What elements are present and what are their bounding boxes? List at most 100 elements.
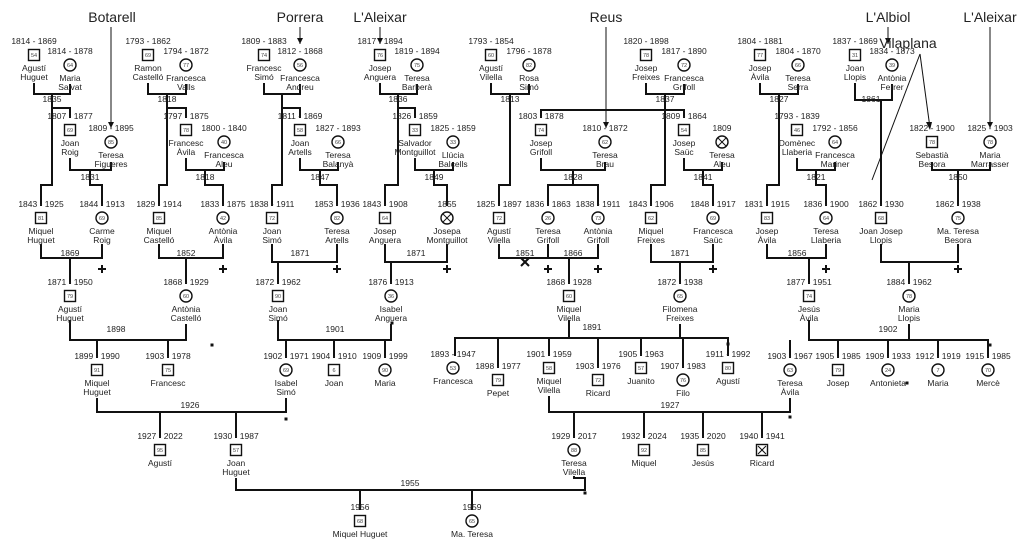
- age-number: 78: [987, 140, 993, 146]
- person-name-line: Freixes: [632, 72, 660, 82]
- person-name-line: Domènec: [779, 138, 816, 148]
- family-connector-line: [319, 170, 338, 206]
- person-name-line: Castelló: [133, 72, 164, 82]
- person-name-line: Francesca: [693, 226, 733, 236]
- male-square-icon: [831, 363, 845, 377]
- female-circle-icon: [981, 363, 995, 377]
- person-name-line: Josep: [374, 226, 397, 236]
- birth-death-years: 1793 - 1839: [774, 111, 820, 121]
- birth-death-years: 1827 - 1893: [315, 123, 361, 133]
- person-name-line: Joan: [846, 63, 865, 73]
- birth-death-years: 1838 - 1911: [576, 199, 621, 209]
- person-name-line: Simó: [254, 72, 274, 82]
- family-connector-line: [650, 110, 666, 206]
- age-number: 91: [94, 368, 100, 374]
- birth-death-years: 1872 - 1962: [255, 277, 301, 287]
- arrow-head: [603, 122, 609, 128]
- person-name-line: Saüc: [674, 147, 694, 157]
- female-circle-icon: [217, 135, 231, 149]
- person-name-line: Simó: [276, 387, 296, 397]
- female-circle-icon: [673, 289, 687, 303]
- marriage-year: 1831: [81, 172, 100, 182]
- person-name-line: Agustí: [22, 63, 47, 73]
- male-square-icon: [373, 48, 387, 62]
- person-name-line: Francesc: [169, 138, 205, 148]
- birth-death-years: 1912 - 1919: [915, 351, 961, 361]
- marriage-year: 1821: [807, 172, 826, 182]
- person-name-line: Carme: [89, 226, 115, 236]
- birth-death-years: 1843 - 1908: [362, 199, 408, 209]
- person-name-line: Jesús: [798, 304, 820, 314]
- birth-death-years: 1831 - 1915: [744, 199, 790, 209]
- person-name-line: Llaberia: [782, 147, 813, 157]
- person-name-line: Josep: [369, 63, 392, 73]
- age-number: 39: [889, 63, 895, 69]
- birth-death-years: 1825 - 1859: [430, 123, 476, 133]
- family-connector-line: [498, 244, 549, 259]
- family-connector-line: [665, 109, 685, 118]
- age-number: 64: [832, 140, 838, 146]
- birth-death-years: 1792 - 1856: [812, 123, 858, 133]
- male-square-icon: [491, 373, 505, 387]
- female-circle-icon: [931, 363, 945, 377]
- marriage-year: 1898: [107, 324, 126, 334]
- male-square-icon: [153, 443, 167, 457]
- place-label-porrera: Porrera: [277, 9, 324, 25]
- birth-death-years: 1868 - 1929: [163, 277, 209, 287]
- male-square-icon: [152, 211, 166, 225]
- birth-death-years: 1800 - 1840: [201, 123, 247, 133]
- person-name-line: Francesca: [166, 73, 206, 83]
- age-number: 60: [488, 53, 494, 59]
- age-number: 33: [412, 128, 418, 134]
- male-square-icon: [34, 211, 48, 225]
- birth-death-years: 1862 - 1930: [858, 199, 904, 209]
- arrow-line: [871, 53, 921, 181]
- place-label-lalbiol: L'Albiol: [866, 9, 911, 25]
- male-square-icon: [848, 48, 862, 62]
- arrow-head: [108, 122, 114, 128]
- birth-death-years: 1898 - 1977: [475, 361, 521, 371]
- birth-death-years: 1903 - 1967: [767, 351, 813, 361]
- marriage-year: 1891: [583, 322, 602, 332]
- birth-death-years: 1909 - 1933: [865, 351, 911, 361]
- female-circle-icon: [216, 211, 230, 225]
- person-name-line: Llúcia: [442, 150, 464, 160]
- dot-marker: [284, 417, 288, 421]
- family-connector-line: [281, 94, 301, 118]
- person-name-line: Agustí: [487, 226, 512, 236]
- marriage-year: 1850: [949, 172, 968, 182]
- family-connector-line: [384, 108, 399, 206]
- family-connector-line: [40, 108, 53, 206]
- age-number: 75: [955, 216, 961, 222]
- female-circle-icon: [677, 58, 691, 72]
- female-circle-icon: [179, 58, 193, 72]
- male-square-icon: [484, 48, 498, 62]
- age-number: 75: [165, 368, 171, 374]
- birth-death-years: 1804 - 1881: [737, 36, 783, 46]
- person-name-line: Simó: [262, 235, 282, 245]
- female-circle-icon: [410, 58, 424, 72]
- marriage-year: 1926: [181, 400, 200, 410]
- family-connector-line: [931, 162, 991, 171]
- birth-death-years: 1825 - 1903: [967, 123, 1013, 133]
- birth-death-years: 1876 - 1913: [368, 277, 414, 287]
- person-name-line: Jesús: [692, 458, 714, 468]
